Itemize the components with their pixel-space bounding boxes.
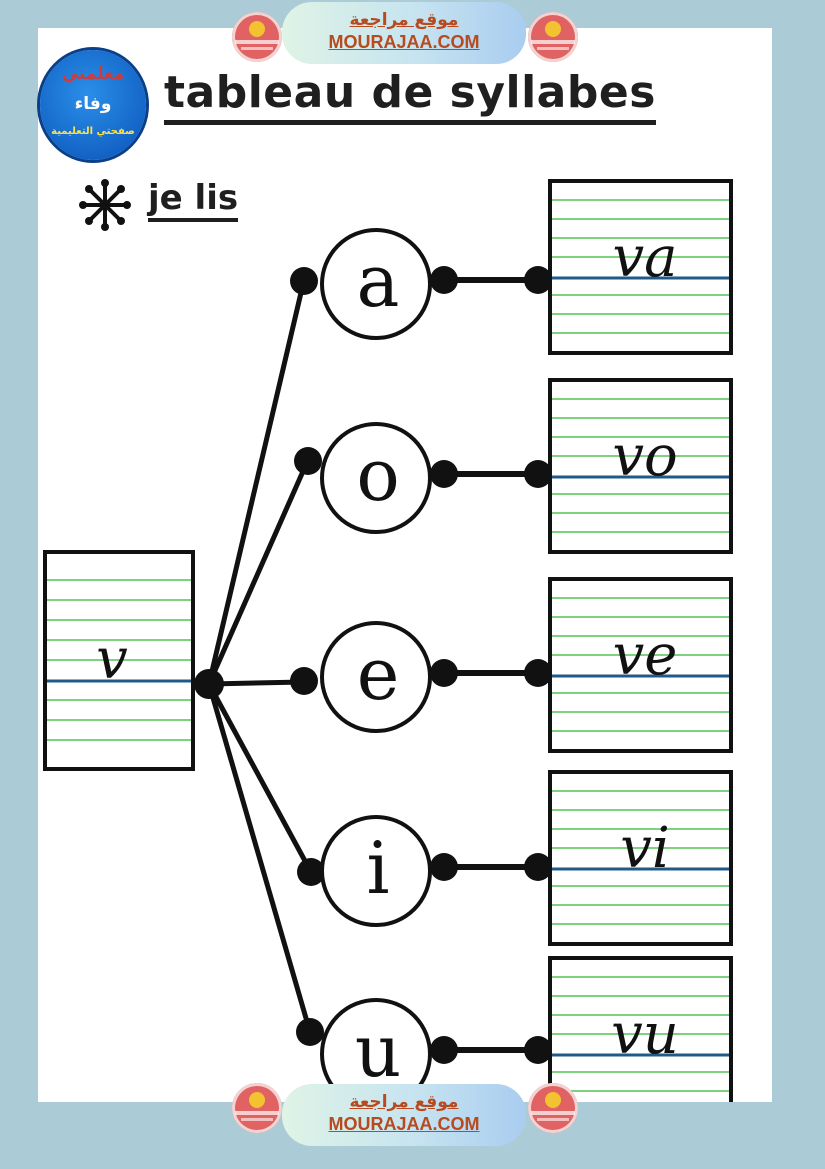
hub-dot (194, 669, 224, 699)
vowel-circle (320, 815, 432, 927)
connector-dot (430, 1036, 458, 1064)
asterisk-icon (79, 179, 131, 231)
branch-lines (206, 279, 314, 1033)
page-title: tableau de syllabes (164, 68, 656, 125)
vowel-circle (320, 621, 432, 733)
syllable-text: vu (611, 1002, 679, 1067)
syllable-box: ve (548, 577, 733, 753)
site-banner-top[interactable]: موقع مراجعة MOURAJAA.COM (282, 2, 526, 64)
connector-dot (294, 447, 322, 475)
banner-arabic-text: موقع مراجعة (349, 1092, 459, 1112)
logo-line-3: صفحتي التعليمية (51, 126, 135, 137)
vowel-letter: e (357, 632, 400, 716)
consonant-box: v (43, 550, 195, 771)
connector-dot (297, 858, 325, 886)
vowel-letter: o (356, 433, 399, 517)
connector-dot (296, 1018, 324, 1046)
site-badge-icon (232, 12, 282, 62)
syllable-row: a va (290, 179, 733, 355)
vowel-circle (320, 422, 432, 534)
syllable-box: vu (548, 956, 733, 1102)
banner-arabic-text: موقع مراجعة (349, 10, 459, 30)
vowel-letter: i (366, 826, 389, 910)
connector-dot (430, 659, 458, 687)
connector-dot (524, 266, 552, 294)
syllable-box: va (548, 179, 733, 355)
banner-site-link[interactable]: MOURAJAA.COM (328, 32, 480, 52)
logo-line-1: معلمتي (61, 64, 125, 84)
site-badge-icon (528, 1083, 578, 1133)
syllable-row: u vu (296, 956, 733, 1102)
consonant-letter: v (96, 627, 128, 692)
syllable-row: i vi (297, 770, 733, 946)
section-heading: je lis (148, 178, 239, 222)
vowel-circle (320, 228, 432, 340)
syllable-box: vi (548, 770, 733, 946)
syllable-text: va (612, 225, 677, 290)
connector-dot (524, 1036, 552, 1064)
syllable-row: o vo (294, 378, 733, 554)
connector-dot (430, 460, 458, 488)
banner-site-link[interactable]: MOURAJAA.COM (328, 1114, 480, 1134)
connector-dot (290, 267, 318, 295)
logo-line-2: وفاء (74, 94, 112, 114)
connector-dot (430, 853, 458, 881)
connector-dot (524, 853, 552, 881)
syllable-box: vo (548, 378, 733, 554)
connector-dot (290, 667, 318, 695)
connector-dot (524, 460, 552, 488)
syllable-text: vo (612, 424, 677, 489)
vowel-circle (320, 998, 432, 1102)
site-badge-icon (528, 12, 578, 62)
syllable-row: e ve (290, 577, 733, 753)
site-badge-icon (232, 1083, 282, 1133)
connector-dot (430, 266, 458, 294)
syllable-text: ve (613, 623, 678, 688)
syllable-text: vi (620, 816, 670, 881)
site-banner-bottom[interactable]: موقع مراجعة MOURAJAA.COM (282, 1084, 526, 1146)
vowel-letter: a (357, 239, 400, 323)
connector-dot (524, 659, 552, 687)
vowel-letter: u (355, 1009, 401, 1093)
teacher-logo: معلمتي وفاء صفحتي التعليمية (40, 50, 146, 160)
